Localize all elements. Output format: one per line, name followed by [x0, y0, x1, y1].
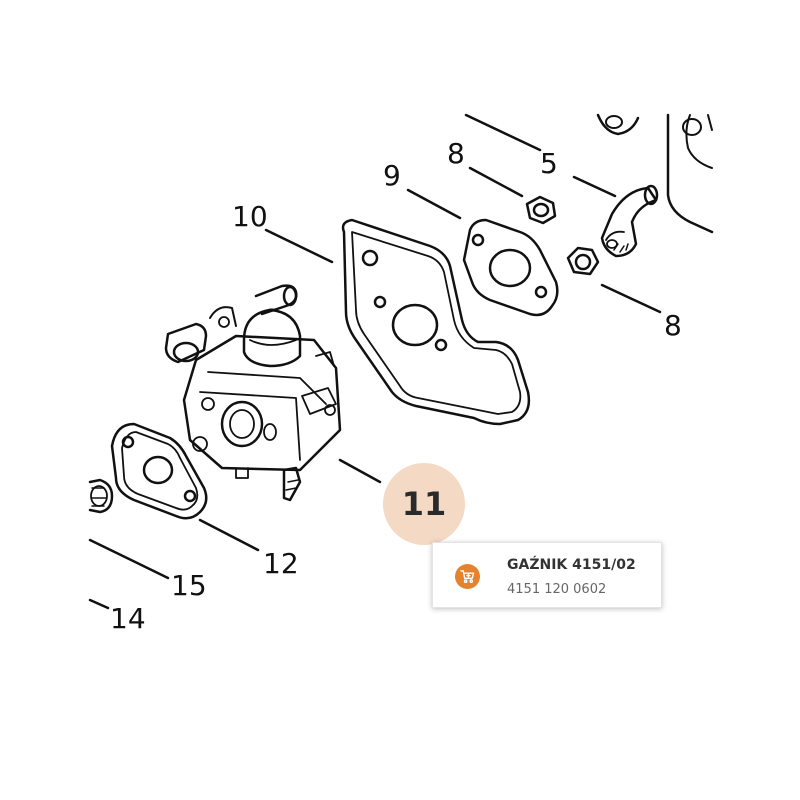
- engine-block-part: [596, 113, 714, 234]
- callout-label-5: 5: [540, 147, 558, 180]
- leader-line-15: [88, 538, 170, 580]
- product-part-number: 4151 120 0602: [507, 582, 607, 597]
- cart-icon: [460, 570, 475, 584]
- leader-line-8-top: [468, 166, 524, 198]
- hex-nut-right-part: [566, 246, 600, 276]
- carburetor-gasket-part: [110, 422, 208, 520]
- leader-line-5: [464, 113, 542, 152]
- insulating-plate-part: [341, 218, 531, 426]
- callout-label-11: 11: [401, 485, 447, 523]
- carburetor-part: [164, 284, 342, 502]
- product-popup[interactable]: GAŹNIK 4151/02 4151 120 0602: [432, 542, 662, 608]
- leader-line-9: [406, 188, 462, 220]
- callout-label-9: 9: [383, 159, 401, 192]
- elbow-connector-part: [600, 184, 659, 258]
- part-hotspot-11[interactable]: 11: [383, 463, 465, 545]
- callout-label-10: 10: [232, 200, 268, 233]
- leader-line-11: [338, 458, 382, 484]
- callout-label-12: 12: [263, 547, 299, 580]
- leader-line-10: [264, 228, 334, 264]
- hex-nut-top-part: [525, 195, 557, 225]
- add-to-cart-button[interactable]: [455, 564, 480, 589]
- product-title[interactable]: GAŹNIK 4151/02: [507, 557, 636, 573]
- nut-part-15: [88, 478, 114, 514]
- leader-line-5b: [572, 175, 617, 198]
- leader-line-14: [88, 598, 110, 610]
- callout-label-14: 14: [110, 602, 146, 635]
- flange-gasket-part: [462, 218, 559, 317]
- leader-line-12: [198, 518, 260, 552]
- leader-line-8-right: [600, 283, 662, 314]
- callout-label-15: 15: [171, 569, 207, 602]
- callout-label-8-top: 8: [447, 137, 465, 170]
- callout-label-8-right: 8: [664, 309, 682, 342]
